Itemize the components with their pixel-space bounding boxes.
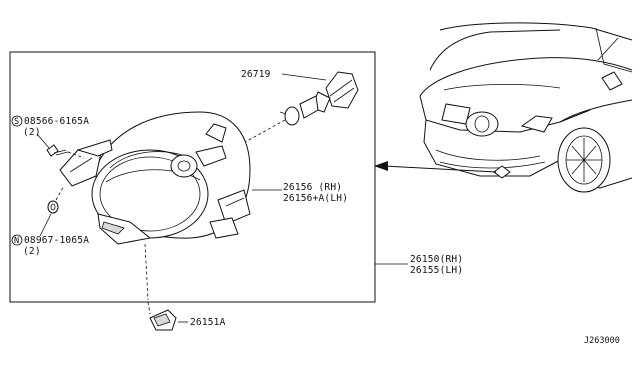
bracket-26151A[interactable] bbox=[149, 309, 177, 331]
diagram-code: J263000 bbox=[584, 336, 620, 346]
lamp-lower-bracket[interactable] bbox=[97, 213, 152, 245]
location-arrow-line bbox=[383, 165, 497, 173]
label-bracket: 26151A bbox=[190, 317, 226, 328]
nut-axis bbox=[55, 185, 65, 201]
label-lamp-lh: 26156+A(LH) bbox=[283, 193, 348, 204]
location-arrow-head bbox=[374, 161, 388, 171]
label-nut-qty: (2) bbox=[23, 246, 41, 257]
vehicle-front-illustration bbox=[419, 22, 633, 193]
nut-symbol-circle bbox=[11, 234, 23, 246]
nut-symbol: N bbox=[14, 236, 19, 246]
label-nut-code: 08967-1065A bbox=[24, 235, 89, 246]
label-assy-rh: 26150(RH) bbox=[410, 254, 463, 265]
label-bolt-code: 08566-6165A bbox=[24, 116, 89, 127]
assembly-boundary-box bbox=[9, 51, 376, 303]
bracket-axis-lower bbox=[147, 301, 151, 315]
bulb-leader bbox=[281, 73, 327, 81]
bracket-axis bbox=[144, 243, 149, 301]
fog-lamp-26156[interactable] bbox=[59, 111, 251, 239]
label-bolt-qty: (2) bbox=[23, 127, 41, 138]
nut-leader bbox=[39, 213, 52, 237]
bolt-symbol-circle bbox=[11, 115, 23, 127]
bolt-symbol: S bbox=[14, 117, 19, 127]
label-bulb: 26719 bbox=[241, 69, 271, 80]
label-assy-lh: 26155(LH) bbox=[410, 265, 463, 276]
bolt-axis bbox=[67, 151, 85, 159]
bulb-26719[interactable] bbox=[279, 71, 359, 126]
bolt-leader bbox=[36, 133, 50, 149]
label-lamp-rh: 26156 (RH) bbox=[283, 182, 342, 193]
bolt-08566-6165A[interactable] bbox=[46, 144, 69, 157]
clip-nut-08967-1065A[interactable] bbox=[47, 200, 59, 214]
